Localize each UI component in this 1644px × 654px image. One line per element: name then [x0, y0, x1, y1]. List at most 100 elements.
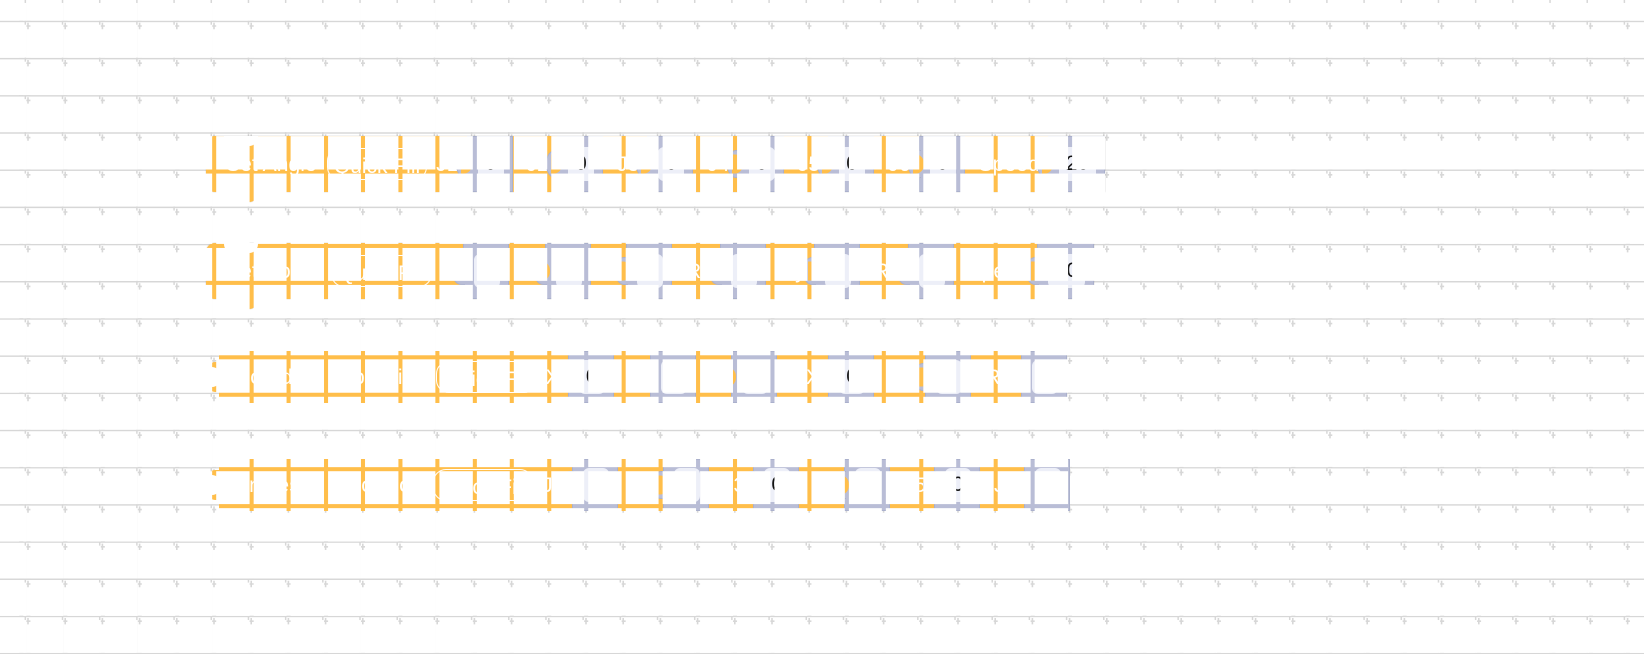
number-input-ry[interactable]: 0: [824, 254, 851, 288]
block-title: Set Coord: [226, 259, 322, 283]
number-block-x[interactable]: 0: [556, 351, 614, 403]
quick-fill-label: Quick Fill: [439, 476, 527, 499]
spacer: [890, 485, 904, 486]
field-label-rx: RX: [790, 365, 821, 389]
block-title: Set Angle: [226, 152, 317, 176]
number-input-j1[interactable]: 0: [583, 468, 610, 502]
number-block-j4[interactable]: 0: [832, 459, 890, 511]
field-label-j1: J1: [436, 152, 459, 176]
number-input-j3[interactable]: 0: [764, 468, 791, 502]
number-input-j1[interactable]: 0: [477, 147, 504, 181]
block-bottom-bump: [224, 192, 258, 202]
number-input-y[interactable]: 0: [660, 360, 687, 394]
quick-fill-button[interactable]: Quick Fill: [326, 148, 428, 180]
number-block-y[interactable]: 0: [638, 351, 696, 403]
number-block-plug: [455, 150, 469, 178]
number-block-plug: [923, 471, 937, 499]
field-label-j1: J1: [542, 473, 565, 497]
number-input-j6[interactable]: 0: [929, 147, 956, 181]
number-block-x[interactable]: 0: [451, 243, 509, 299]
number-input-x[interactable]: 0: [473, 254, 500, 288]
number-block-j5[interactable]: 0: [817, 136, 875, 192]
block-output-plug: [205, 362, 220, 392]
quick-fill-button[interactable]: Quick Fill: [432, 469, 534, 501]
number-input-j5[interactable]: 0: [839, 147, 866, 181]
number-block-j1[interactable]: 0: [455, 136, 513, 192]
number-block-plug: [451, 257, 465, 285]
number-block-rz[interactable]: 0: [896, 243, 954, 299]
spacer: [777, 377, 791, 378]
number-block-speed[interactable]: 20: [1036, 136, 1106, 192]
number-block-j6[interactable]: 0: [1013, 459, 1071, 511]
spacer: [965, 164, 979, 165]
field-label-j5: J5: [797, 152, 821, 176]
field-label-j5: J5: [903, 473, 927, 497]
number-input-rx[interactable]: 0: [839, 360, 866, 394]
number-input-j4[interactable]: 0: [854, 468, 881, 502]
number-block-j3[interactable]: 0: [742, 459, 800, 511]
number-input-x[interactable]: 0: [578, 360, 605, 394]
number-input-j6[interactable]: 0: [1035, 468, 1062, 502]
spacer: [509, 271, 523, 272]
number-block-j3[interactable]: 0: [636, 136, 694, 192]
field-label-speed: Speed: [967, 259, 1029, 283]
number-input-j3[interactable]: 0: [658, 147, 685, 181]
field-label-j3: J3: [616, 152, 640, 176]
number-block-rz[interactable]: 0: [1010, 351, 1068, 403]
number-block-rx[interactable]: 0: [817, 351, 875, 403]
number-block-plug: [817, 150, 831, 178]
number-block-plug: [561, 471, 575, 499]
spacer: [591, 271, 605, 272]
block-top-notch: [224, 136, 258, 146]
quick-fill-button[interactable]: Quick Fill: [331, 255, 432, 287]
number-input-ry[interactable]: 0: [936, 360, 963, 394]
number-block-j4[interactable]: 0: [726, 136, 784, 192]
spacer: [614, 377, 628, 378]
number-block-j1[interactable]: 0: [561, 459, 619, 511]
number-input-rz[interactable]: 0: [1032, 360, 1059, 394]
number-block-plug: [614, 257, 628, 285]
number-block-rx[interactable]: 0: [708, 243, 766, 299]
number-block-j2[interactable]: 0: [545, 136, 603, 192]
spacer: [971, 377, 985, 378]
number-block-y[interactable]: 0: [534, 243, 592, 299]
spacer: [696, 377, 710, 378]
number-block-plug: [1036, 150, 1050, 178]
number-block-plug: [719, 363, 733, 391]
number-block-z[interactable]: 0: [614, 243, 672, 299]
number-input-rx[interactable]: 0: [730, 254, 757, 288]
spacer: [954, 271, 968, 272]
number-block-plug: [556, 363, 570, 391]
number-input-j2[interactable]: 0: [567, 147, 594, 181]
number-input-y[interactable]: 0: [556, 254, 583, 288]
number-input-speed[interactable]: 20: [1058, 147, 1097, 181]
number-block-plug: [534, 257, 548, 285]
number-block-z[interactable]: 0: [719, 351, 777, 403]
quick-fill-button[interactable]: Quick Fill: [436, 361, 537, 393]
number-input-speed[interactable]: 20: [1047, 254, 1086, 288]
spacer: [709, 485, 723, 486]
field-label-ry: RY: [888, 365, 918, 389]
number-block-plug: [726, 150, 740, 178]
number-block-j5[interactable]: 0: [923, 459, 981, 511]
number-block-ry[interactable]: 0: [802, 243, 860, 299]
number-input-z[interactable]: 0: [741, 360, 768, 394]
number-input-j2[interactable]: 0: [673, 468, 700, 502]
number-input-j4[interactable]: 0: [748, 147, 775, 181]
spacer: [672, 271, 686, 272]
number-input-rz[interactable]: 0: [918, 254, 945, 288]
number-input-j5[interactable]: 0: [945, 468, 972, 502]
number-block-speed[interactable]: 20: [1025, 243, 1095, 299]
number-input-z[interactable]: 0: [636, 254, 663, 288]
block-title: Coords is in position: [235, 365, 427, 389]
number-block-ry[interactable]: 0: [914, 351, 972, 403]
number-block-j2[interactable]: 0: [651, 459, 709, 511]
number-block-j6[interactable]: 0: [907, 136, 965, 192]
number-block-plug: [817, 363, 831, 391]
number-block-plug: [907, 150, 921, 178]
